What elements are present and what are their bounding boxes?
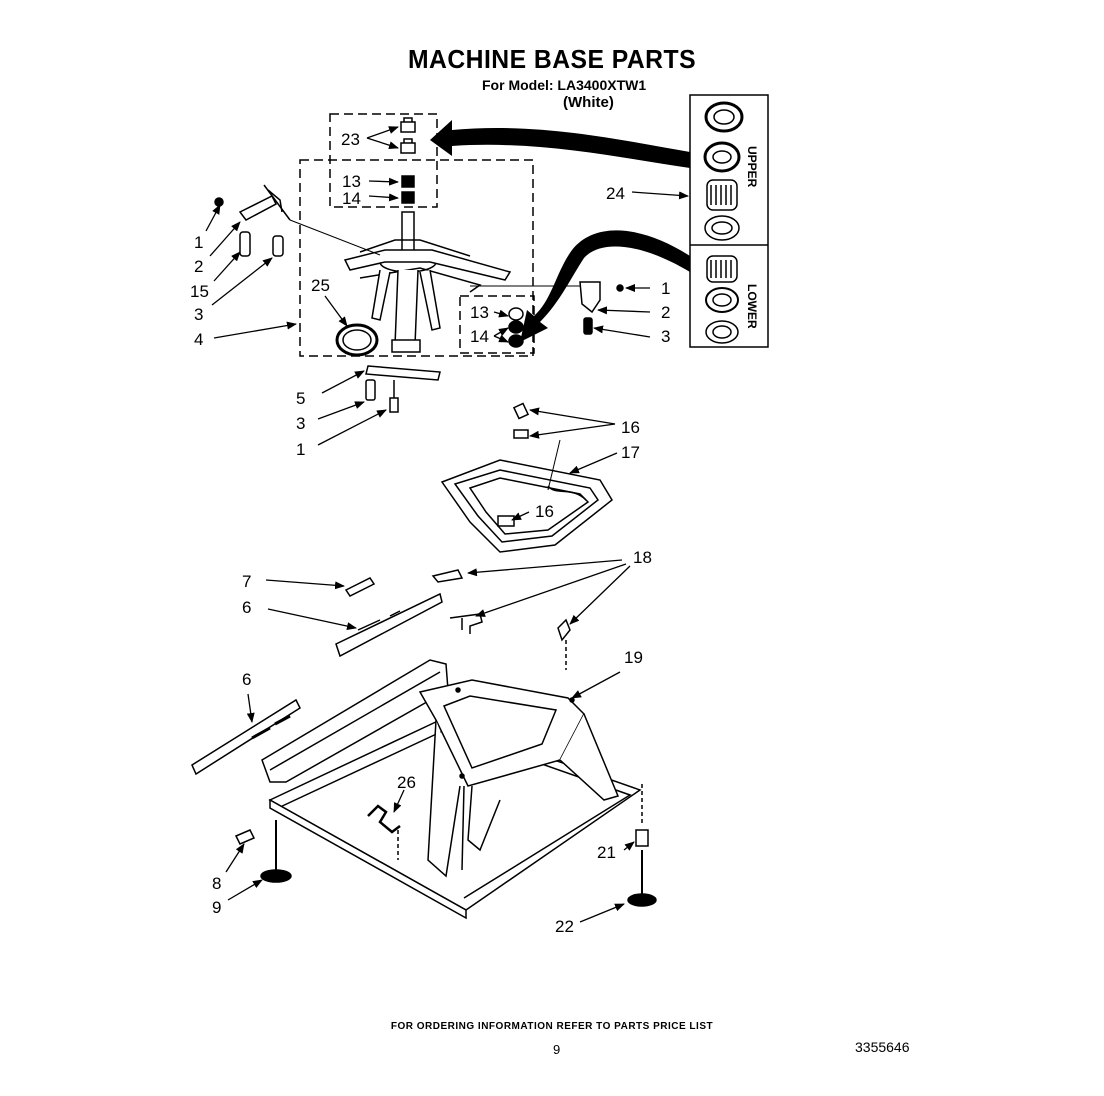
callout-25: 25 xyxy=(311,276,330,295)
document-number: 3355646 xyxy=(855,1039,910,1055)
callout-6-upper: 6 xyxy=(242,598,251,617)
callout-3-right: 3 xyxy=(661,327,670,346)
lower-label: LOWER xyxy=(745,284,759,329)
callout-6-lower: 6 xyxy=(242,670,251,689)
callout-4: 4 xyxy=(194,330,203,349)
callout-7: 7 xyxy=(242,572,251,591)
bearing-inset xyxy=(689,94,769,348)
callout-9: 9 xyxy=(212,898,221,917)
callout-14-upper: 14 xyxy=(342,189,361,208)
callout-23: 23 xyxy=(341,130,360,149)
clip-parts xyxy=(191,569,571,776)
callout-1-left: 1 xyxy=(194,233,203,252)
page-title: MACHINE BASE PARTS xyxy=(407,44,697,74)
callout-16-frame: 16 xyxy=(535,502,554,521)
upper-arrow xyxy=(430,120,690,168)
callout-8: 8 xyxy=(212,874,221,893)
page-number: 9 xyxy=(553,1042,561,1057)
model-number: For Model: LA3400XTW1 xyxy=(482,77,647,93)
transmission-assembly xyxy=(214,113,624,413)
callout-1-mid: 1 xyxy=(296,440,305,459)
callout-5: 5 xyxy=(296,389,305,408)
callout-3-left: 3 xyxy=(194,305,203,324)
callout-3-mid: 3 xyxy=(296,414,305,433)
machine-base xyxy=(234,659,657,920)
suspension-frame xyxy=(440,402,613,553)
callout-16-top: 16 xyxy=(621,418,640,437)
callout-13-upper: 13 xyxy=(342,172,361,191)
callout-2-right: 2 xyxy=(661,303,670,322)
callout-17: 17 xyxy=(621,443,640,462)
leader-lines xyxy=(205,126,689,923)
callout-19: 19 xyxy=(624,648,643,667)
callout-18: 18 xyxy=(633,548,652,567)
lower-arrow xyxy=(520,230,690,342)
upper-label: UPPER xyxy=(745,146,759,188)
callout-26: 26 xyxy=(397,773,416,792)
ordering-note: FOR ORDERING INFORMATION REFER TO PARTS … xyxy=(390,1021,714,1032)
callout-numbers: 23 13 14 1 2 15 3 4 25 5 3 1 1 2 3 13 14… xyxy=(190,130,670,936)
model-color: (White) xyxy=(563,94,614,111)
callout-22: 22 xyxy=(555,917,574,936)
callout-1-right: 1 xyxy=(661,279,670,298)
callout-24: 24 xyxy=(606,184,625,203)
callout-2-left: 2 xyxy=(194,257,203,276)
callout-15: 15 xyxy=(190,282,209,301)
callout-13-lower: 13 xyxy=(470,303,489,322)
callout-14-lower: 14 xyxy=(470,327,489,346)
callout-21: 21 xyxy=(597,843,616,862)
